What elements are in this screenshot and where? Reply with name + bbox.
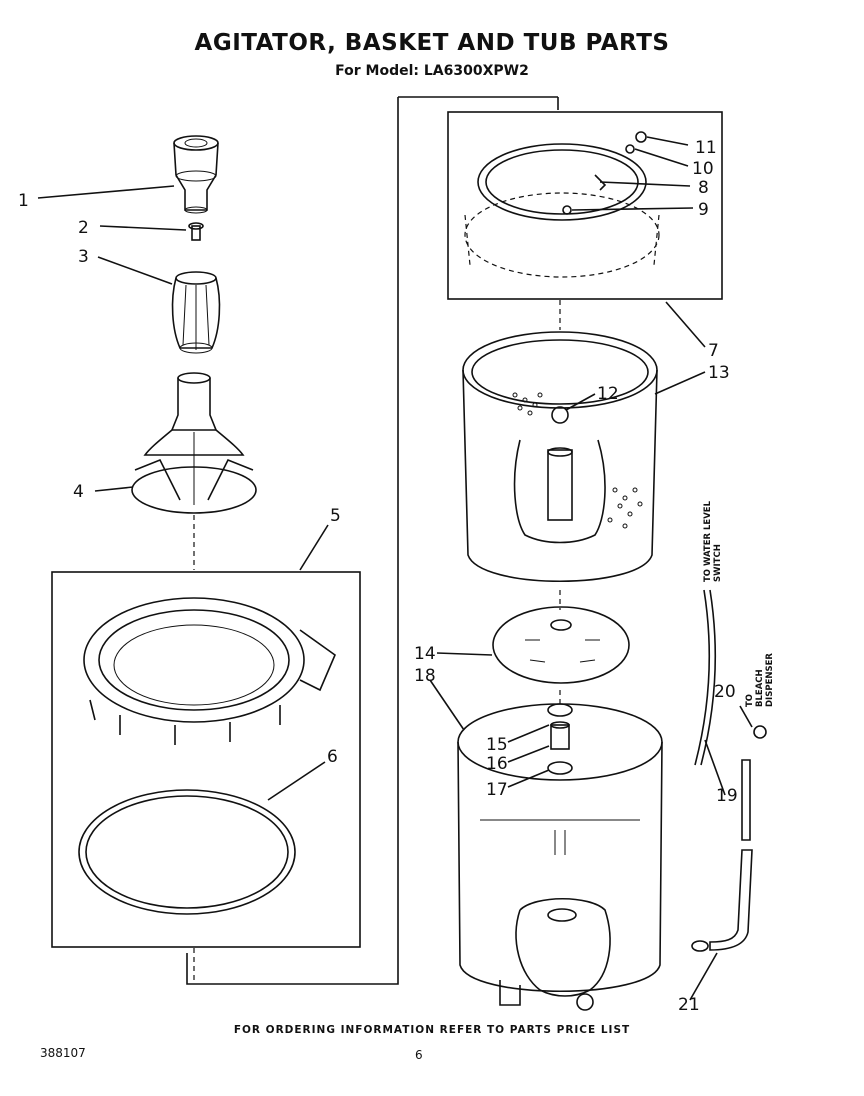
water-level-hose-part xyxy=(694,589,716,766)
bleach-label-line1: TO xyxy=(745,694,755,707)
callout-17: 17 xyxy=(486,780,508,800)
wash-basket-part xyxy=(462,331,658,583)
bleach-label-line3: DISPENSER xyxy=(765,653,775,707)
agitator-cap-part xyxy=(173,135,219,214)
callout-13: 13 xyxy=(708,363,730,383)
callout-4: 4 xyxy=(73,482,84,502)
ordering-info-note: FOR ORDERING INFORMATION REFER TO PARTS … xyxy=(233,1024,631,1036)
bleach-dispenser-label: TO BLEACH DISPENSER xyxy=(745,653,775,707)
callout-20: 20 xyxy=(714,682,736,702)
fastener-parts xyxy=(562,131,647,215)
assembly-guide-lines xyxy=(186,96,561,985)
callout-10: 10 xyxy=(692,159,714,179)
callout-2: 2 xyxy=(78,218,89,238)
bleach-hose-part xyxy=(691,725,767,952)
outer-tub-part xyxy=(457,703,663,1011)
document-id: 388107 xyxy=(40,1046,86,1060)
agitator-part xyxy=(131,372,257,514)
balance-ring-part xyxy=(83,597,336,745)
callout-21: 21 xyxy=(678,995,700,1015)
page-number: 6 xyxy=(415,1048,423,1062)
callout-leader-lines xyxy=(37,136,753,1001)
callout-7: 7 xyxy=(708,341,719,361)
tub-cover-part xyxy=(464,143,660,278)
basket-holes-pattern xyxy=(512,392,643,529)
screw-part xyxy=(188,222,204,241)
callout-5: 5 xyxy=(330,506,341,526)
callout-19: 19 xyxy=(716,786,738,806)
page-title: AGITATOR, BASKET AND TUB PARTS xyxy=(194,30,670,56)
callout-11: 11 xyxy=(695,138,717,158)
agitator-cam-part xyxy=(171,271,221,354)
water-level-label-line2: SWITCH xyxy=(713,544,723,582)
callout-3: 3 xyxy=(78,247,89,267)
part-7-group-box xyxy=(447,111,723,300)
callout-18: 18 xyxy=(414,666,436,686)
callout-8: 8 xyxy=(698,178,709,198)
bearing-parts xyxy=(547,703,573,775)
basket-hub-part xyxy=(492,606,630,684)
part-5-group-box xyxy=(51,571,361,948)
callout-12: 12 xyxy=(597,384,619,404)
callout-16: 16 xyxy=(486,754,508,774)
callout-15: 15 xyxy=(486,735,508,755)
bleach-label-line2: BLEACH xyxy=(755,669,765,707)
water-level-switch-label: TO WATER LEVEL SWITCH xyxy=(703,500,723,582)
callout-1: 1 xyxy=(18,191,29,211)
water-level-label-line1: TO WATER LEVEL xyxy=(703,500,713,582)
callout-14: 14 xyxy=(414,644,436,664)
tub-ring-part xyxy=(78,789,296,915)
callout-6: 6 xyxy=(327,747,338,767)
callout-labels: 1 2 3 4 5 6 7 8 9 10 11 12 13 14 18 15 1… xyxy=(18,138,738,1015)
callout-9: 9 xyxy=(698,200,709,220)
model-subtitle: For Model: LA6300XPW2 xyxy=(335,63,529,79)
